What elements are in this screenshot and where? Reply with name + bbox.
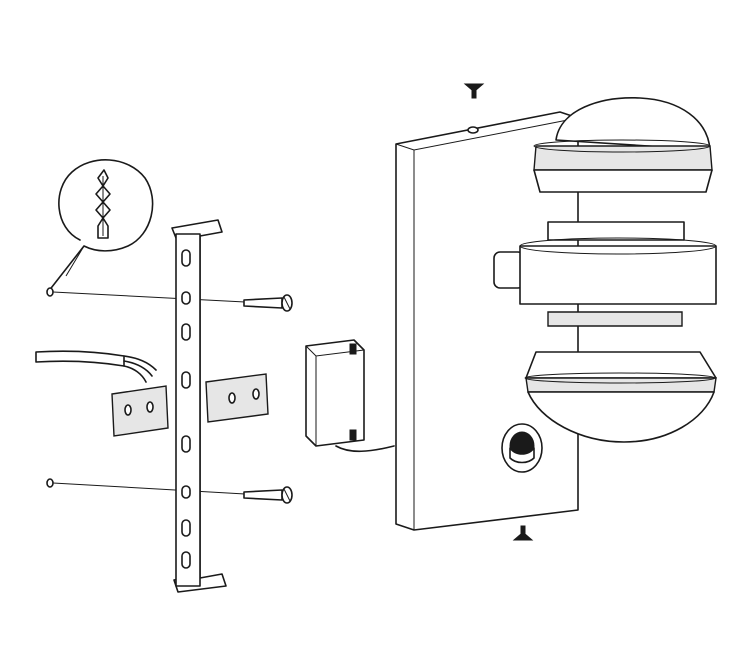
lower-dome-cover [524,351,717,443]
mounting-screw-upper [243,294,293,312]
wall-luminaire-housing [395,111,579,531]
supply-cable [35,350,157,383]
wall-hole-upper [46,287,54,297]
guide-line-upper [52,291,246,303]
cover-screw-bottom [512,525,534,541]
wall-plug-icon [95,169,111,239]
motion-sensor [501,423,543,473]
cover-screw-top [463,83,485,99]
wall-hole-lower [46,478,54,488]
lamp-ring-body [519,221,717,327]
mounting-bracket [111,219,269,593]
guide-line-lower [52,482,246,495]
upper-dome-cover [533,97,713,193]
mounting-screw-lower [243,486,293,504]
terminal-block [305,339,395,453]
wall-plug-detail [47,159,154,293]
